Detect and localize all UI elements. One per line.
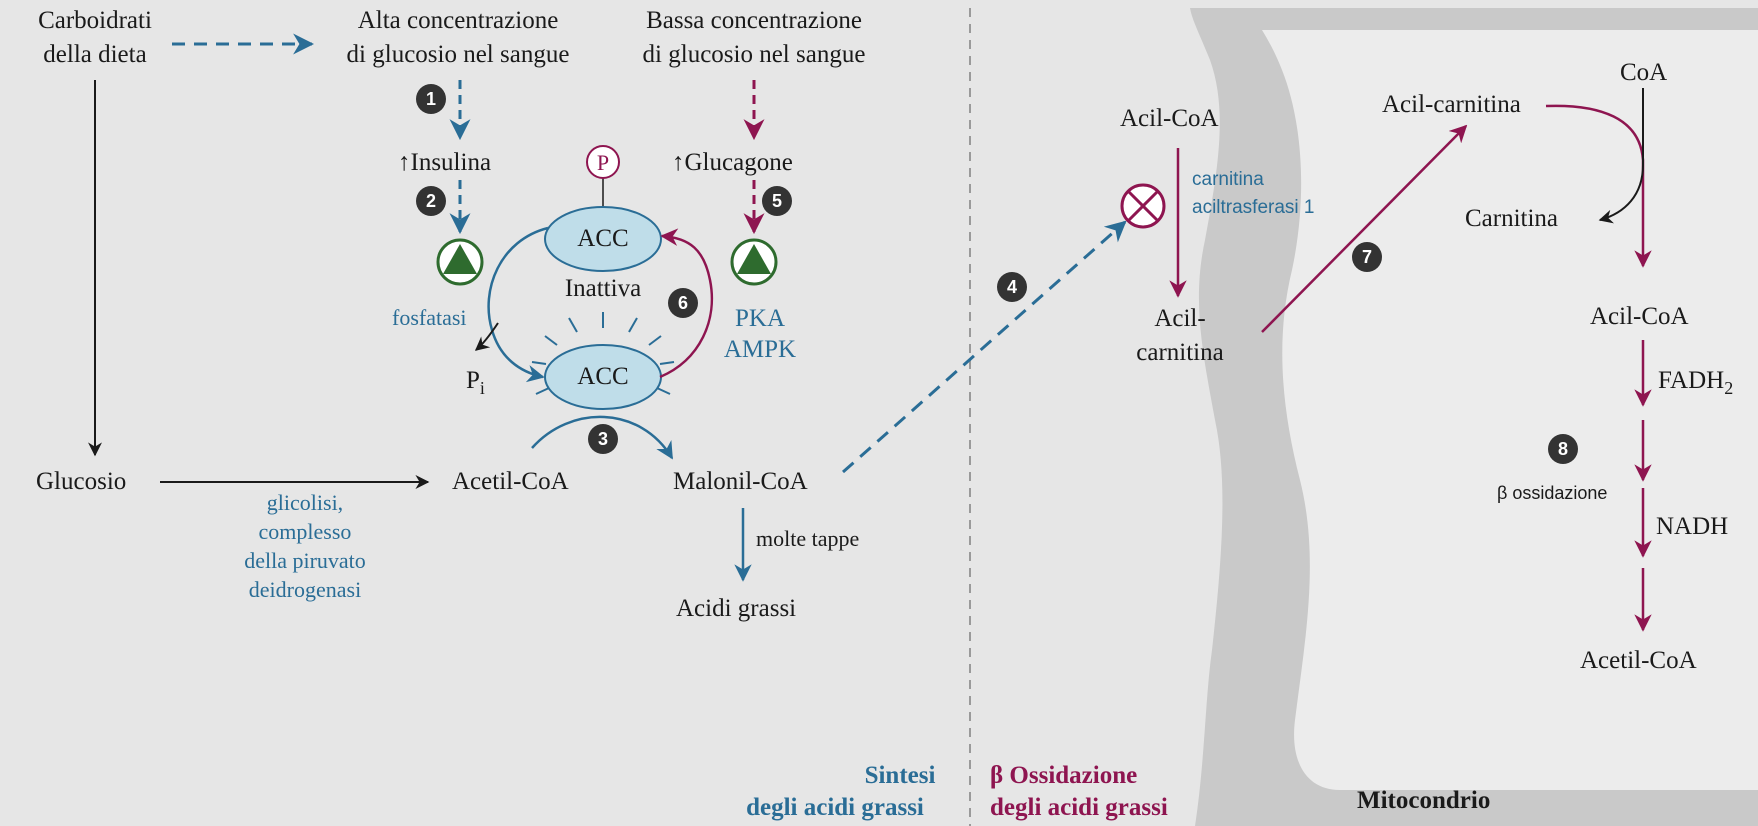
beta-oxidation-label: β ossidazione [1497, 483, 1608, 503]
step-badge-8: 8 [1548, 434, 1578, 464]
step-badge-7: 7 [1352, 242, 1382, 272]
glucagon-label: ↑Glucagone [672, 149, 793, 176]
step-badge-1: 1 [416, 84, 446, 114]
acc-active-rays [531, 312, 675, 395]
glucagon-activation-icon [730, 238, 778, 286]
many-steps-label: molte tappe [756, 526, 860, 551]
step-badge-4: 4 [997, 272, 1027, 302]
insulin-label: ↑Insulina [398, 149, 492, 176]
phosphatase-label: fosfatasi [392, 305, 467, 330]
arrow-kinase-phosphorylation [659, 228, 714, 379]
acetyl-coa-left-label: Acetil-CoA [452, 468, 569, 495]
mitochondrion-label: Mitocondrio [1357, 787, 1491, 814]
acyl-coa-mito-label: Acil-CoA [1590, 303, 1689, 330]
acc-active-label: ACC [577, 363, 629, 390]
nadh-label: NADH [1656, 513, 1729, 540]
carnitine-label: Carnitina [1465, 205, 1559, 232]
arrow-coa-carnitine-exchange [1598, 88, 1644, 224]
fatty-acids-label: Acidi grassi [676, 595, 797, 622]
pi-label: Pi [466, 367, 485, 398]
acc-inactive-label: ACC [577, 225, 629, 252]
acetyl-coa-right-label: Acetil-CoA [1580, 647, 1697, 674]
acyl-carnitine-cyto-label: Acil-carnitina [1136, 305, 1224, 366]
arrow-acetyl-to-malonyl [531, 415, 674, 460]
step-badge-2: 2 [416, 186, 446, 216]
fadh2-label: FADH2 [1658, 367, 1734, 398]
arrow-malonyl-inhibition [842, 220, 1127, 474]
arrow-phosphatase-dephosphorylation [487, 226, 549, 383]
step-badge-3: 3 [588, 424, 618, 454]
inhibition-icon [1120, 183, 1166, 229]
inactive-label: Inattiva [564, 275, 642, 302]
coa-label: CoA [1620, 59, 1668, 86]
step-badge-6: 6 [668, 288, 698, 318]
glucose-label: Glucosio [36, 468, 127, 495]
malonyl-coa-label: Malonil-CoA [673, 468, 808, 495]
arrow-pi-release [474, 322, 499, 351]
acyl-coa-cyto-label: Acil-CoA [1120, 105, 1219, 132]
acyl-carnitine-mito-label: Acil-carnitina [1382, 91, 1521, 118]
mitochondrion-matrix [1262, 30, 1758, 790]
step-badge-5: 5 [762, 186, 792, 216]
arrow-acylcarnitine-transport [1261, 124, 1468, 333]
phosphate-circle [586, 145, 620, 179]
phosphate-label: P [596, 150, 610, 175]
insulin-activation-icon [436, 238, 484, 286]
